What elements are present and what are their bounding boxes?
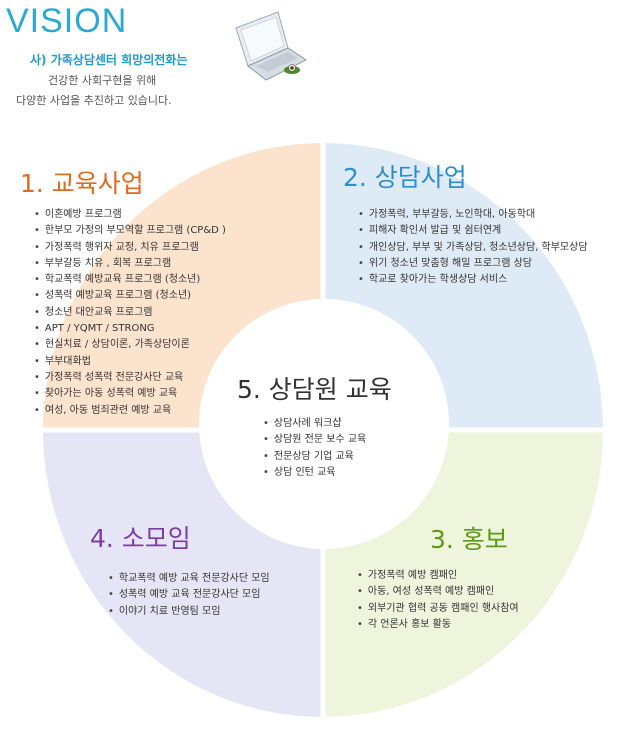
section-counselor-training-title: 5. 상담원 교육 [237, 375, 392, 404]
section-counseling-list: 가정폭력, 부부갈등, 노인학대, 아동학대 피해자 확인서 발급 및 쉼터연계… [358, 207, 588, 288]
vision-title: VISION [6, 2, 128, 40]
section-promotion-list: 가정폭력 예방 캠패인 아동, 여성 성폭력 예방 캠패인 외부기관 협력 공동… [357, 568, 519, 633]
list-item: 여성, 아동 범죄관련 예방 교육 [34, 403, 226, 419]
list-item: 각 언론사 홍보 활동 [357, 617, 519, 633]
section-education-title: 1. 교육사업 [20, 169, 144, 198]
section-counseling-title: 2. 상담사업 [343, 163, 467, 192]
list-item: 학교로 찾아가는 학생상담 서비스 [358, 272, 588, 288]
list-item: 아동, 여성 성폭력 예방 캠패인 [357, 584, 519, 600]
list-item: 성폭력 예방교육 프로그램 (청소년) [34, 288, 226, 304]
list-item: 상담사례 워크샵 [263, 416, 366, 432]
list-item: 학교폭력 예방교육 프로그램 (청소년) [34, 272, 226, 288]
list-item: 이혼예방 프로그램 [34, 207, 226, 223]
laptop-icon [235, 11, 307, 81]
list-item: 상담 인턴 교육 [263, 465, 366, 481]
list-item: APT / YQMT / STRONG [34, 321, 226, 337]
list-item: 학교폭력 예방 교육 전문강사단 모임 [108, 571, 270, 587]
intro-line-3: 다양한 사업을 추진하고 있습니다. [16, 94, 172, 107]
list-item: 한부모 가정의 부모역할 프로그램 (CP&D ) [34, 223, 226, 239]
intro-line-1: 사) 가족상담센터 희망의전화는 [30, 53, 188, 67]
list-item: 전문상담 기업 교육 [263, 449, 366, 465]
section-gathering-list: 학교폭력 예방 교육 전문강사단 모임 성폭력 예방 교육 전문강사단 모임 이… [108, 571, 270, 620]
list-item: 위기 청소년 맞춤형 해밀 프로그램 상담 [358, 256, 588, 272]
list-item: 청소년 대안교육 프로그램 [34, 305, 226, 321]
section-gathering-title: 4. 소모임 [90, 524, 191, 553]
list-item: 현실치료 / 상담이론, 가족상담이론 [34, 337, 226, 353]
list-item: 부부대화법 [34, 354, 226, 370]
list-item: 성폭력 예방 교육 전문강사단 모임 [108, 587, 270, 603]
section-counselor-training-list: 상담사례 워크샵 상담원 전문 보수 교육 전문상담 기업 교육 상담 인턴 교… [263, 416, 366, 481]
list-item: 상담원 전문 보수 교육 [263, 432, 366, 448]
list-item: 피해자 확인서 발급 및 쉼터연계 [358, 223, 588, 239]
section-promotion-title: 3. 홍보 [430, 525, 508, 554]
list-item: 가정폭력 행위자 교정, 치유 프로그램 [34, 240, 226, 256]
list-item: 부부갈등 치유 , 회복 프로그램 [34, 256, 226, 272]
intro-line-2: 건강한 사회구현을 위해 [48, 74, 157, 87]
section-education-list: 이혼예방 프로그램 한부모 가정의 부모역할 프로그램 (CP&D ) 가정폭력… [34, 207, 226, 419]
list-item: 이야기 치료 반영팀 모임 [108, 604, 270, 620]
list-item: 개인상담, 부부 및 가족상담, 청소년상담, 학부모상담 [358, 240, 588, 256]
list-item: 가정폭력 성폭력 전문강사단 교육 [34, 370, 226, 386]
list-item: 가정폭력, 부부갈등, 노인학대, 아동학대 [358, 207, 588, 223]
list-item: 외부기관 협력 공동 캠패인 행사참여 [357, 601, 519, 617]
list-item: 찾아가는 아동 성폭력 예방 교육 [34, 386, 226, 402]
list-item: 가정폭력 예방 캠패인 [357, 568, 519, 584]
